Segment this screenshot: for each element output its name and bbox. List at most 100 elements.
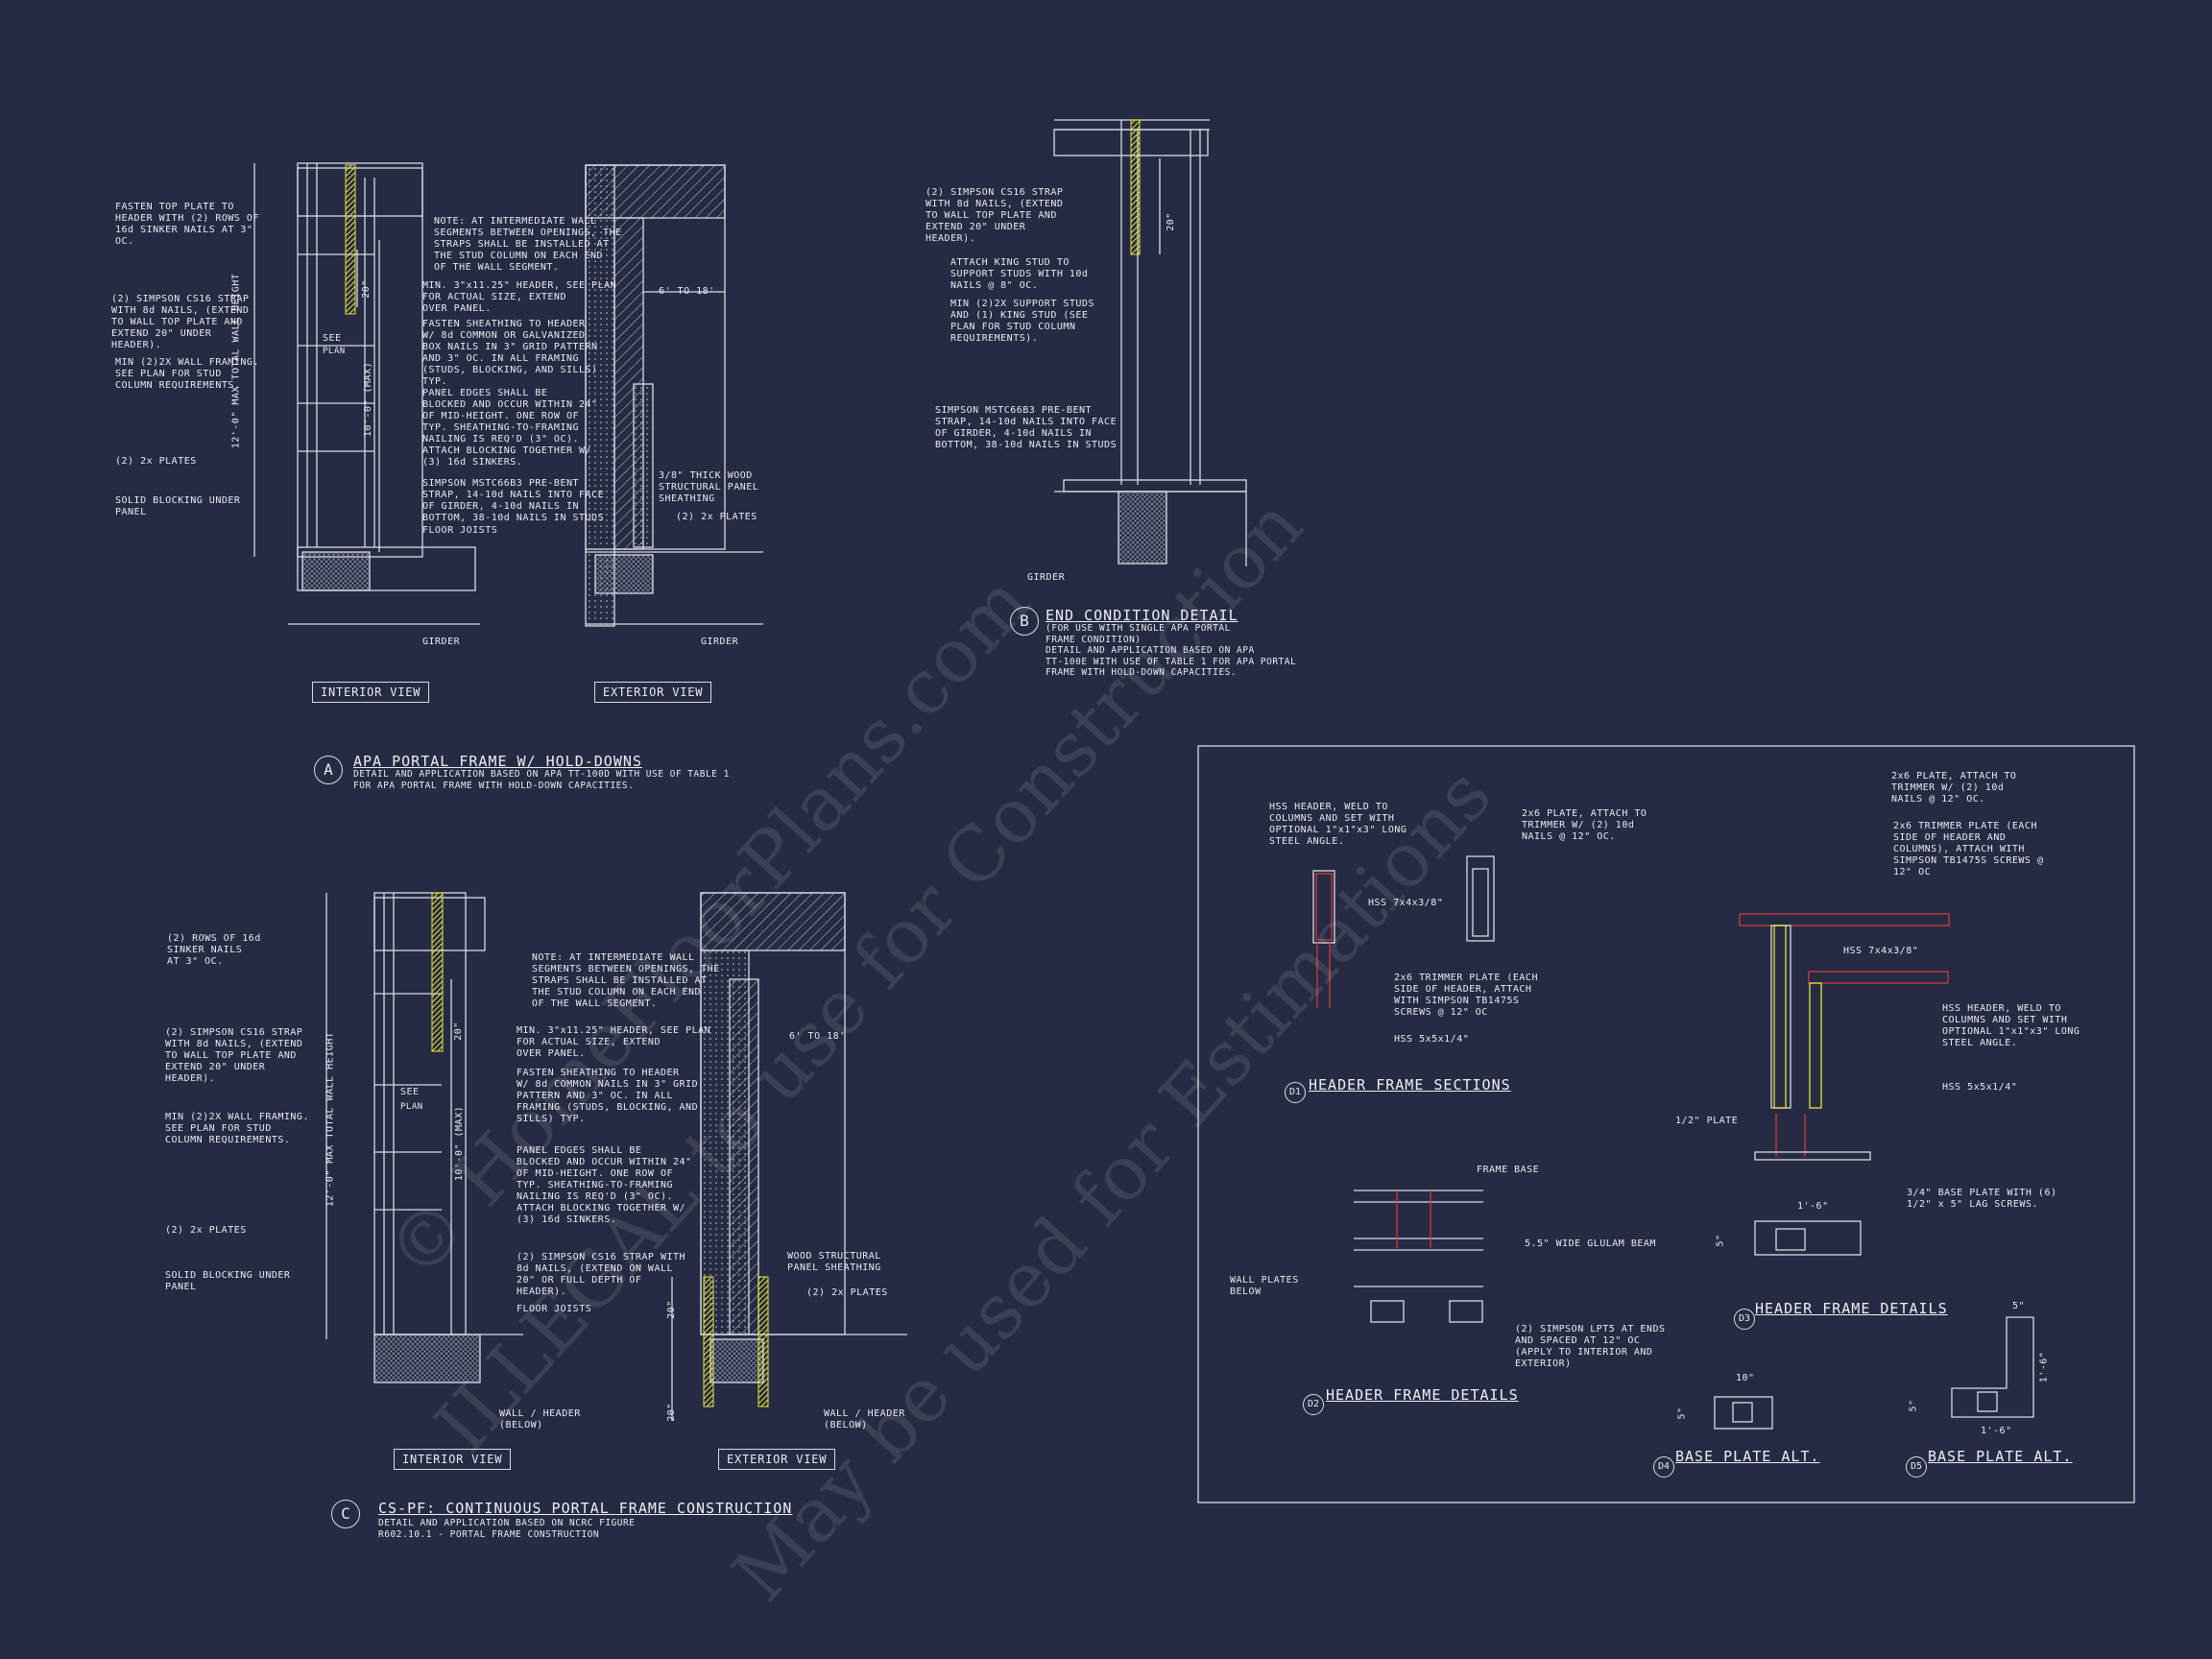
- detail-d5: [1951, 1316, 2034, 1418]
- detail-d5-bubble: D5: [1906, 1456, 1927, 1478]
- detail-a-see: SEE: [323, 333, 342, 344]
- detail-a-plan: PLAN: [323, 347, 346, 356]
- detail-d3-dim-5: 5": [1715, 1234, 1726, 1247]
- detail-c-dim-20b: 20": [665, 1300, 677, 1319]
- detail-a-subtitle: DETAIL AND APPLICATION BASED ON APA TT-1…: [353, 769, 730, 791]
- detail-d1-bubble: D1: [1285, 1082, 1306, 1103]
- detail-d-frame: [1197, 745, 2135, 1503]
- detail-d3-title: HEADER FRAME DETAILS: [1755, 1300, 1948, 1317]
- detail-c-note-wall-header: WALL / HEADER (BELOW): [499, 1408, 581, 1431]
- detail-c-note-rows-sinker: (2) ROWS OF 16d SINKER NAILS AT 3" OC.: [167, 933, 261, 967]
- detail-c-note-floor-joists: FLOOR JOISTS: [517, 1304, 592, 1314]
- detail-c-bubble: C: [331, 1500, 360, 1528]
- detail-c-strap-right: [757, 1276, 769, 1407]
- detail-d1-note-hss-7x4: HSS 7x4x3/8": [1368, 898, 1444, 908]
- detail-d5-dim-1-6: 1'-6": [2038, 1351, 2050, 1383]
- detail-d4-dim-5: 5": [1676, 1407, 1688, 1420]
- detail-d5-title: BASE PLATE ALT.: [1928, 1448, 2073, 1465]
- detail-d1-note-trimmer: 2x6 TRIMMER PLATE (EACH SIDE OF HEADER, …: [1394, 973, 1538, 1018]
- detail-a-note-plates-ext: (2) 2x PLATES: [676, 512, 757, 522]
- detail-d1-note-hss-5x5: HSS 5x5x1/4": [1394, 1034, 1470, 1045]
- detail-c-note-intermediate: NOTE: AT INTERMEDIATE WALL SEGMENTS BETW…: [532, 952, 720, 1009]
- detail-c-note-span: 6' TO 18': [789, 1031, 846, 1042]
- detail-c-strap-left: [703, 1276, 714, 1407]
- detail-d4-title: BASE PLATE ALT.: [1675, 1448, 1820, 1465]
- detail-a-note-span: 6' TO 18': [659, 286, 715, 297]
- detail-d3-note-hss-5x5: HSS 5x5x1/4": [1942, 1082, 2018, 1093]
- detail-d4: [1714, 1396, 1773, 1430]
- detail-c-note-solid-blocking: SOLID BLOCKING UNDER PANEL: [165, 1270, 291, 1292]
- detail-b-strap: [1130, 119, 1141, 255]
- detail-b-title: END CONDITION DETAIL: [1046, 607, 1238, 624]
- detail-d2-note-frame-base: FRAME BASE: [1477, 1165, 1540, 1175]
- detail-d1-title: HEADER FRAME SECTIONS: [1309, 1076, 1511, 1094]
- detail-d1-note-hss-header: HSS HEADER, WELD TO COLUMNS AND SET WITH…: [1269, 802, 1407, 847]
- detail-d4-dim-10: 10": [1736, 1373, 1755, 1383]
- detail-d3: [1739, 913, 1950, 1256]
- detail-c-dim-12: 12'-0" MAX TOTAL WALL HEIGHT: [325, 1031, 336, 1208]
- detail-d2-bubble: D2: [1303, 1394, 1324, 1415]
- detail-a-note-simpson-mstc: SIMPSON MSTC66B3 PRE-BENT STRAP, 14-10d …: [422, 478, 605, 523]
- detail-a-note-plates: (2) 2x PLATES: [115, 456, 197, 467]
- detail-a-note-girder-ext: GIRDER: [701, 637, 739, 647]
- detail-d3-note-hss-header: HSS HEADER, WELD TO COLUMNS AND SET WITH…: [1942, 1003, 2080, 1048]
- detail-b-note-mstc: SIMPSON MSTC66B3 PRE-BENT STRAP, 14-10d …: [935, 405, 1118, 450]
- detail-c-note-wall-header-ext: WALL / HEADER (BELOW): [824, 1408, 905, 1431]
- detail-d2: [1354, 1190, 1483, 1323]
- detail-a-note-floor-joists: FLOOR JOISTS: [422, 525, 498, 536]
- detail-d1-note-plate-2x6: 2x6 PLATE, ATTACH TO TRIMMER W/ (2) 10d …: [1522, 808, 1647, 842]
- detail-d5-dim-1-6b: 1'-6": [1981, 1426, 2012, 1436]
- detail-d3-bubble: D3: [1734, 1309, 1755, 1330]
- detail-c-dim-20a: 20": [452, 1022, 464, 1041]
- detail-d2-title: HEADER FRAME DETAILS: [1326, 1386, 1519, 1404]
- detail-b-note-strap: (2) SIMPSON CS16 STRAP WITH 8d NAILS, (E…: [926, 187, 1064, 244]
- detail-d4-bubble: D4: [1653, 1456, 1674, 1478]
- detail-a-strap: [345, 164, 356, 315]
- detail-a-title: APA PORTAL FRAME W/ HOLD-DOWNS: [353, 753, 642, 770]
- detail-a-note-solid-blocking: SOLID BLOCKING UNDER PANEL: [115, 495, 241, 517]
- detail-d3-note-base-plate: 3/4" BASE PLATE WITH (6) 1/2" x 5" LAG S…: [1907, 1188, 2057, 1210]
- detail-c-title: CS-PF: CONTINUOUS PORTAL FRAME CONSTRUCT…: [378, 1500, 793, 1517]
- detail-c-exterior-view-label: EXTERIOR VIEW: [718, 1449, 836, 1470]
- detail-a-note-min-header: MIN. 3"x11.25" HEADER, SEE PLAN FOR ACTU…: [422, 280, 617, 314]
- detail-d1-sections: [1312, 855, 1495, 1008]
- detail-c-exterior: [671, 892, 907, 1421]
- detail-a-bubble: A: [314, 756, 343, 784]
- detail-c-note-wood-panel: WOOD STRUCTURAL PANEL SHEATHING: [787, 1251, 881, 1273]
- detail-d5-dim-5: 5": [2012, 1301, 2026, 1311]
- detail-c-see: SEE: [400, 1087, 420, 1097]
- detail-c-note-simpson-strap: (2) SIMPSON CS16 STRAP WITH 8d NAILS, (E…: [165, 1027, 303, 1084]
- detail-c-note-min-framing: MIN (2)2X WALL FRAMING. SEE PLAN FOR STU…: [165, 1112, 309, 1145]
- detail-b-subtitle: (FOR USE WITH SINGLE APA PORTAL FRAME CO…: [1046, 623, 1297, 678]
- detail-a-interior: [253, 162, 480, 625]
- detail-a-note-fasten-top: FASTEN TOP PLATE TO HEADER WITH (2) ROWS…: [115, 202, 259, 247]
- detail-d5-dim-5b: 5": [1908, 1399, 1919, 1412]
- detail-a-exterior: [585, 164, 763, 627]
- detail-c-interior: [325, 892, 523, 1383]
- detail-c-dim-10: 10'-0" (MAX): [454, 1105, 466, 1182]
- detail-a-dim-10: 10'-0" (MAX): [363, 361, 374, 438]
- detail-a-note-sheathing: 3/8" THICK WOOD STRUCTURAL PANEL SHEATHI…: [659, 470, 759, 504]
- detail-b-note-king-stud: ATTACH KING STUD TO SUPPORT STUDS WITH 1…: [950, 257, 1089, 291]
- detail-a-note-fasten-sheathing: FASTEN SHEATHING TO HEADER W/ 8d COMMON …: [422, 319, 598, 387]
- detail-a-note-min-framing: MIN (2)2X WALL FRAMING. SEE PLAN FOR STU…: [115, 357, 259, 391]
- detail-d2-note-glulam: 5.5" WIDE GLULAM BEAM: [1525, 1238, 1656, 1249]
- detail-a-dim-20: 20": [360, 279, 372, 299]
- detail-d2-note-lpt: (2) SIMPSON LPT5 AT ENDS AND SPACED AT 1…: [1515, 1324, 1666, 1369]
- detail-a-exterior-view-label: EXTERIOR VIEW: [594, 682, 712, 703]
- detail-c-plan: PLAN: [400, 1102, 423, 1112]
- detail-c-note-min-header: MIN. 3"x11.25" HEADER, SEE PLAN FOR ACTU…: [517, 1025, 711, 1059]
- detail-c-note-plates: (2) 2x PLATES: [165, 1225, 247, 1236]
- detail-d3-note-plate-2x6: 2x6 PLATE, ATTACH TO TRIMMER W/ (2) 10d …: [1891, 771, 2017, 805]
- detail-d3-note-trimmer: 2x6 TRIMMER PLATE (EACH SIDE OF HEADER A…: [1893, 821, 2044, 878]
- detail-a-interior-view-label: INTERIOR VIEW: [312, 682, 430, 703]
- detail-a-dim-12: 12'-0" MAX TOTAL WALL HEIGHT: [230, 273, 242, 449]
- detail-a-note-intermediate: NOTE: AT INTERMEDIATE WALL SEGMENTS BETW…: [434, 216, 622, 273]
- detail-b-bubble: B: [1010, 607, 1039, 636]
- detail-c-interior-view-label: INTERIOR VIEW: [394, 1449, 512, 1470]
- detail-d3-note-half-plate: 1/2" PLATE: [1675, 1116, 1739, 1126]
- detail-c-subtitle: DETAIL AND APPLICATION BASED ON NCRC FIG…: [378, 1518, 636, 1540]
- detail-c-note-simpson-cs16: (2) SIMPSON CS16 STRAP WITH 8d NAILS, (E…: [517, 1252, 686, 1297]
